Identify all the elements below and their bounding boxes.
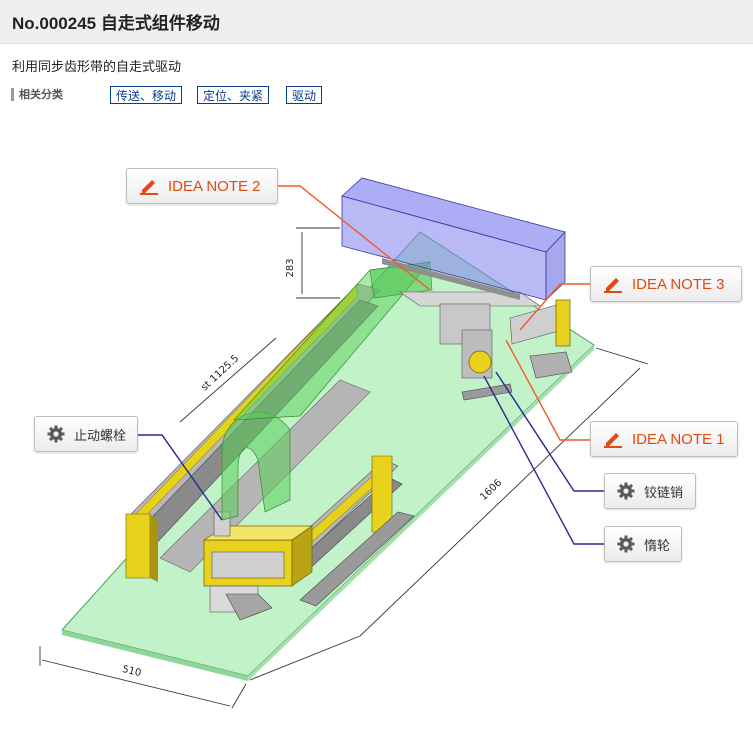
page-description: 利用同步齿形带的自走式驱动 (12, 60, 182, 75)
dimension-lines (39, 227, 649, 709)
idler-wheel (468, 350, 492, 374)
idea-note-2-label: IDEA NOTE 2 (168, 177, 261, 195)
base-plate-edge (248, 345, 594, 681)
related-categories-label: 相关分类 (11, 88, 63, 101)
cover-side (545, 230, 566, 301)
dim-height-label: 283 (285, 258, 296, 277)
cover-rail (382, 258, 520, 300)
leader-lines (138, 185, 604, 545)
drive-foot (461, 383, 513, 401)
hinge-bracket (555, 299, 571, 347)
hinge-pin-label: 铰链销 (644, 485, 684, 501)
category-tag-positioning[interactable]: 定位、夹紧 (197, 86, 270, 104)
short-rail-foot (299, 511, 415, 607)
idea-note-1-callout[interactable]: IDEA NOTE 1 (590, 421, 738, 457)
assembly-drawing: 283 st 1125.5 1606 510 (39, 177, 649, 709)
carriage-foot (225, 593, 273, 621)
gear-icon (47, 425, 65, 443)
carriage-side (291, 525, 313, 587)
rail-end-bracket (125, 513, 151, 579)
category-tag-conveying[interactable]: 传送、移动 (110, 86, 183, 104)
idler-label: 惰轮 (644, 538, 671, 554)
idea-note-3-label: IDEA NOTE 3 (632, 275, 725, 293)
idea-note-3-callout[interactable]: IDEA NOTE 3 (590, 266, 742, 302)
idea-note-1-label: IDEA NOTE 1 (632, 430, 725, 448)
pencil-icon (139, 177, 159, 195)
idea-note-2-callout[interactable]: IDEA NOTE 2 (126, 168, 278, 204)
pencil-icon (603, 430, 623, 448)
idler-callout[interactable]: 惰轮 (604, 526, 682, 562)
page-title: No.000245 自走式组件移动 (12, 14, 220, 33)
hinge-foot (529, 351, 573, 379)
stop-bolt-label: 止动螺栓 (74, 428, 127, 444)
header-bar: No.000245 自走式组件移动 (0, 0, 753, 44)
pencil-icon (603, 275, 623, 293)
carriage-window (211, 551, 285, 579)
hinge-pin-callout[interactable]: 铰链销 (604, 473, 696, 509)
dim-width-label: 510 (121, 664, 142, 679)
base-plate-edge (62, 630, 248, 681)
gear-icon (617, 482, 635, 500)
gear-icon (617, 535, 635, 553)
dim-length-label: 1606 (478, 477, 504, 503)
stop-bolt-callout[interactable]: 止动螺栓 (34, 416, 138, 452)
rail-end-bracket-side (150, 514, 158, 582)
cable-guide-loop (221, 412, 291, 521)
category-tag-drive[interactable]: 驱动 (286, 86, 323, 104)
